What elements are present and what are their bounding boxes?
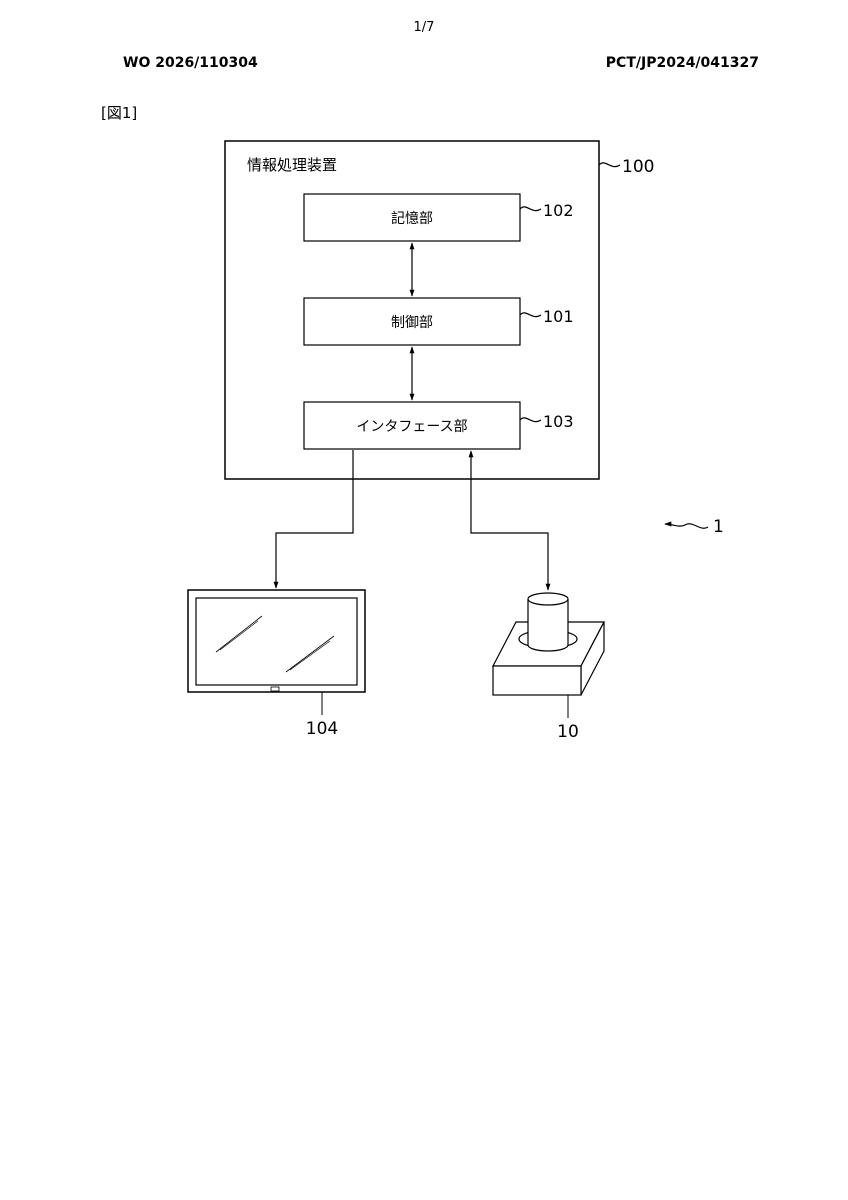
interface-label: インタフェース部 [356, 419, 467, 435]
control-ref-leader [519, 312, 542, 318]
control-ref: 101 [543, 307, 574, 326]
device-ref-leader [598, 162, 621, 168]
publication-number: WO 2026/110304 [123, 55, 258, 71]
interface-block [303, 401, 521, 450]
interface-display-connection [273, 450, 354, 589]
storage-label: 記憶部 [391, 210, 433, 227]
application-number: PCT/JP2024/041327 [605, 55, 759, 71]
device-box [224, 140, 600, 480]
page-number: 1/7 [413, 20, 435, 35]
control-block [303, 297, 521, 346]
storage-ref: 102 [543, 201, 574, 220]
storage-block [303, 193, 521, 242]
figure-label: [図1] [101, 104, 138, 122]
display-ref: 104 [306, 719, 338, 739]
control-label: 制御部 [391, 315, 433, 331]
sensor-ref: 10 [557, 722, 579, 742]
display-icon [187, 589, 366, 693]
system-ref-leader [664, 521, 709, 529]
interface-ref-leader [519, 417, 542, 423]
storage-ref-leader [519, 206, 542, 212]
sensor-interface-connection [468, 450, 551, 591]
sensor-device-icon [492, 592, 605, 696]
device-title: 情報処理装置 [247, 156, 337, 174]
system-ref: 1 [713, 517, 724, 537]
device-ref: 100 [622, 157, 654, 177]
interface-ref: 103 [543, 412, 574, 431]
